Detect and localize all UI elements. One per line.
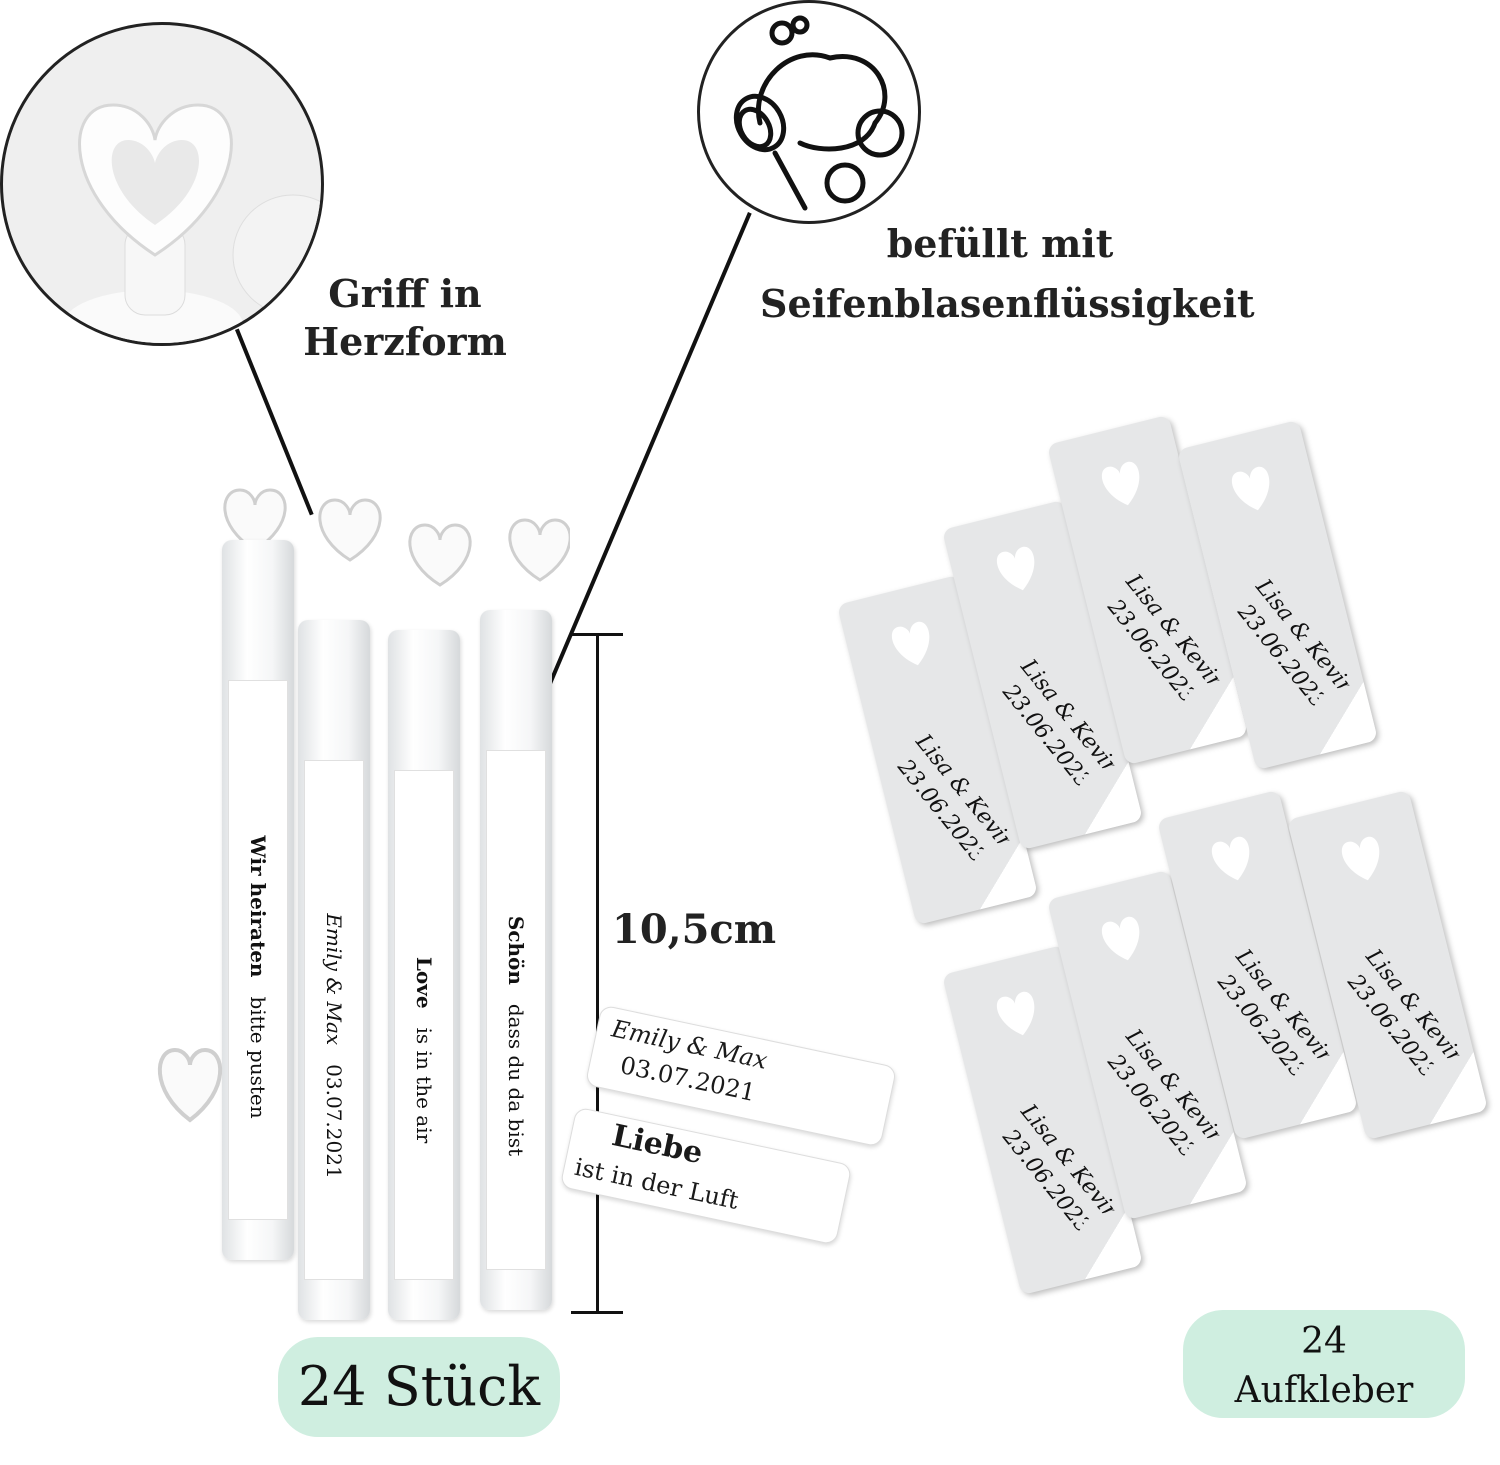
tube-1-text: Wir heiraten bitte pusten	[246, 835, 270, 1118]
tube-2: Emily & Max 03.07.2021	[298, 620, 370, 1320]
tube-3-text: Love is in the air	[412, 957, 436, 1143]
height-dimension-bottom-tick	[571, 1311, 623, 1314]
fluid-label-line1: befüllt mit	[886, 221, 1114, 266]
pieces-badge: 24 Stück	[278, 1337, 560, 1437]
tube-1: Wir heiraten bitte pusten	[222, 540, 294, 1260]
fluid-label: befüllt mit Seifenblasenflüssigkeit	[760, 220, 1255, 327]
sticker-heart-icon	[1211, 836, 1250, 881]
bubble-tubes-group: Wir heiraten bitte pusten Emily & Max 03…	[150, 480, 590, 1320]
height-label: 10,5cm	[612, 906, 777, 953]
stickers-badge-label: Aufkleber	[1234, 1369, 1414, 1411]
sticker-heart-icon	[1341, 836, 1380, 881]
tube-2-text: Emily & Max 03.07.2021	[322, 913, 346, 1178]
sticker-heart-icon	[1231, 466, 1270, 511]
tube-4: Schön dass du da bist	[480, 610, 552, 1310]
tube-2-label: Emily & Max 03.07.2021	[304, 760, 364, 1280]
handle-label-line2: Herzform	[303, 318, 507, 364]
bubble-zoom-circle	[697, 0, 921, 224]
handle-label-line1: Griff in	[328, 271, 482, 316]
sticker-heart-icon	[891, 621, 930, 666]
tube-4-text: Schön dass du da bist	[504, 916, 528, 1156]
sticker-heart-icon	[996, 991, 1035, 1036]
tube-3: Love is in the air	[388, 630, 460, 1320]
pieces-badge-text: 24 Stück	[297, 1355, 541, 1418]
sticker-heart-icon	[1101, 916, 1140, 961]
tube-heart-handles	[223, 488, 570, 587]
stickers-badge: 24 Aufkleber	[1183, 1310, 1465, 1418]
tube-1-line2: bitte pusten	[246, 996, 270, 1119]
tube-2-line1: Emily & Max	[322, 913, 346, 1046]
tube-1-line1: Wir heiraten	[246, 835, 270, 978]
tube-4-label: Schön dass du da bist	[486, 750, 546, 1270]
handle-label: Griff in Herzform	[285, 270, 525, 365]
tube-2-line2: 03.07.2021	[322, 1064, 346, 1179]
sticker-heart-icon	[1101, 461, 1140, 506]
bubble-wand-icon	[733, 15, 905, 211]
sticker-heart-icon	[996, 546, 1035, 591]
tube-3-label: Love is in the air	[394, 770, 454, 1280]
heart-handle-icon	[63, 103, 321, 343]
fluid-label-line2: Seifenblasenflüssigkeit	[760, 280, 1255, 326]
height-dimension-top-tick	[571, 633, 623, 636]
stickers-badge-count: 24	[1301, 1321, 1347, 1362]
handle-zoom-circle	[0, 22, 324, 346]
tube-1-label: Wir heiraten bitte pusten	[228, 680, 288, 1220]
tube-3-line1: Love	[412, 957, 436, 1009]
tube-4-line2: dass du da bist	[504, 1003, 528, 1157]
tube-3-line2: is in the air	[412, 1027, 436, 1144]
loose-heart-icon	[157, 1047, 223, 1123]
tube-4-line1: Schön	[504, 915, 528, 985]
height-dimension-line	[596, 635, 599, 1313]
